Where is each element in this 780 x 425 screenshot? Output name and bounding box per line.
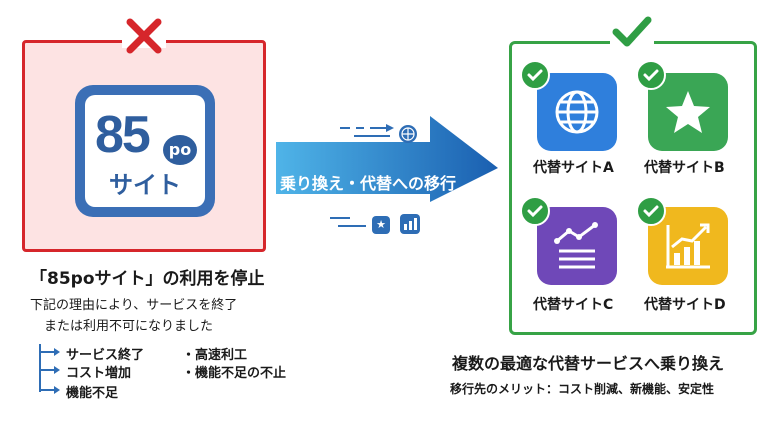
bullet-item: ・高速利工 (182, 348, 248, 363)
check-badge-icon (520, 196, 550, 226)
speed-lines (340, 124, 394, 137)
migration-benefits-subtitle: 移行先のメリット：コスト削減、新機能、安定性 (450, 382, 715, 396)
85po-site-logo: 85 po サイト (75, 85, 215, 217)
bullet-item: ・機能不足の不止 (182, 366, 287, 381)
speed-lines (330, 217, 366, 227)
switch-services-title: 複数の最適な代替サービスへ乗り換え (452, 354, 725, 373)
globe-icon (555, 90, 599, 134)
migration-label: 乗り換え・代替への移行 (280, 174, 457, 193)
migration-arrow (276, 116, 498, 202)
logo-text: サイト (109, 171, 181, 199)
check-badge-icon (520, 60, 550, 90)
star-icon: ★ (372, 216, 390, 234)
check-mark-icon (610, 16, 654, 50)
bar-chart-icon (666, 223, 710, 269)
stop-reason-desc-2: または利用不可になりました (44, 319, 214, 334)
alt-site-label: 代替サイトD (644, 297, 726, 313)
logo-number: 85 (95, 106, 151, 164)
reason-tree-connector (39, 344, 60, 394)
alt-site-label: 代替サイトA (533, 160, 614, 176)
alt-site-b-tile[interactable] (648, 73, 728, 151)
alt-site-label: 代替サイトC (533, 297, 614, 313)
chart-list-icon (554, 222, 598, 269)
alt-site-label: 代替サイトB (644, 160, 725, 176)
reason-item: サービス終了 (66, 348, 145, 363)
stop-reason-desc-1: 下記の理由により、サービスを終了 (30, 298, 238, 313)
check-badge-icon (636, 60, 666, 90)
bar-chart-icon (400, 214, 420, 234)
reason-item: コスト増加 (66, 366, 132, 381)
stop-usage-title: 「85poサイト」の利用を停止 (30, 269, 265, 289)
alt-site-c-tile[interactable] (537, 207, 617, 285)
globe-icon (399, 125, 417, 143)
logo-badge: po (163, 135, 197, 165)
star-icon (666, 91, 710, 133)
x-mark-icon (122, 18, 166, 54)
check-badge-icon (636, 196, 666, 226)
alt-site-a-tile[interactable] (537, 73, 617, 151)
reason-item: 機能不足 (66, 386, 119, 401)
